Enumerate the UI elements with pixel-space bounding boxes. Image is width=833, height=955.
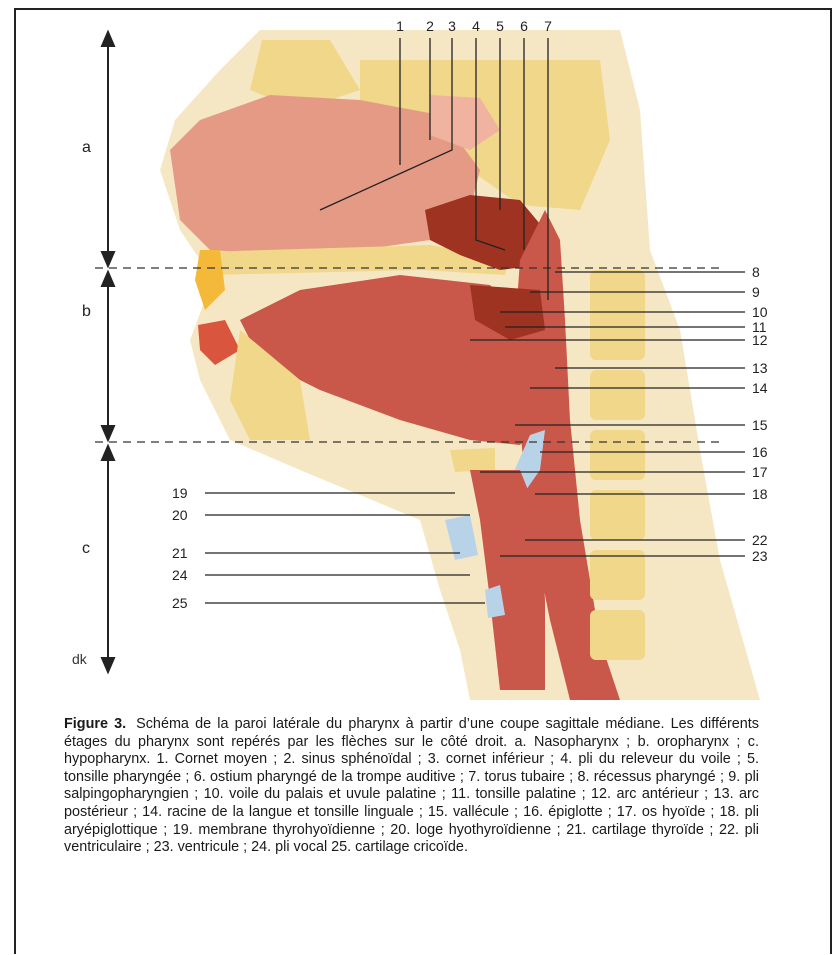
label-20: 20 — [172, 507, 188, 523]
label-22: 22 — [752, 532, 768, 548]
label-17: 17 — [752, 464, 768, 480]
level-letter-c: c — [82, 540, 90, 557]
label-3: 3 — [448, 18, 456, 34]
label-9: 9 — [752, 284, 760, 300]
label-7: 7 — [544, 18, 552, 34]
label-16: 16 — [752, 444, 768, 460]
caption-title: Figure 3. — [64, 716, 126, 732]
hyoid-bone — [450, 448, 495, 472]
figure-caption: Figure 3.Schéma de la paroi latérale du … — [64, 716, 759, 857]
level-arrows — [102, 32, 114, 672]
corner-mark: dk — [72, 651, 88, 667]
label-10: 10 — [752, 304, 768, 320]
label-23: 23 — [752, 548, 768, 564]
level-letter-a: a — [82, 139, 91, 156]
label-6: 6 — [520, 18, 528, 34]
label-13: 13 — [752, 360, 768, 376]
label-15: 15 — [752, 417, 768, 433]
label-4: 4 — [472, 18, 480, 34]
label-25: 25 — [172, 595, 188, 611]
label-1: 1 — [396, 18, 404, 34]
label-12: 12 — [752, 332, 768, 348]
caption-text: Schéma de la paroi latérale du pharynx à… — [64, 716, 759, 855]
label-2: 2 — [426, 18, 434, 34]
pharynx-sagittal-illustration: 1 2 3 4 5 6 7 8 9 10 11 12 13 14 15 16 1… — [0, 0, 833, 700]
label-19: 19 — [172, 485, 188, 501]
label-24: 24 — [172, 567, 188, 583]
label-21: 21 — [172, 545, 188, 561]
label-8: 8 — [752, 264, 760, 280]
label-14: 14 — [752, 380, 768, 396]
label-5: 5 — [496, 18, 504, 34]
label-18: 18 — [752, 486, 768, 502]
level-letter-b: b — [82, 303, 91, 320]
